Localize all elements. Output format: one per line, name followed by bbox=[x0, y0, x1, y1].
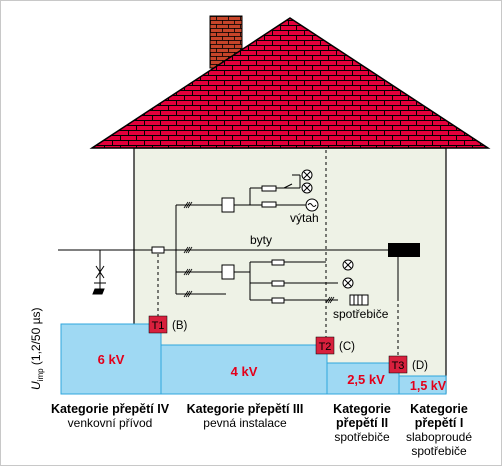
zone-voltage-i: 1,5 kV bbox=[410, 379, 447, 393]
flats-label: byty bbox=[250, 233, 272, 247]
category-ii-title: Kategorie přepětí II bbox=[333, 402, 391, 430]
category-iii-title: Kategorie přepětí III bbox=[186, 402, 304, 416]
category-ii-desc: spotřebiče bbox=[334, 430, 390, 444]
zone-voltage-iii: 4 kV bbox=[231, 364, 258, 379]
protector-t1-tag: T1 bbox=[152, 320, 165, 332]
zone-voltage-ii: 2,5 kV bbox=[347, 372, 385, 387]
category-iv-title: Kategorie přepětí IV bbox=[50, 402, 170, 416]
voltage-zones bbox=[60, 323, 447, 395]
category-iii-desc: pevná instalace bbox=[203, 416, 287, 430]
protector-t3-tag: T3 bbox=[392, 360, 405, 372]
protector-t2-tag: T2 bbox=[319, 341, 332, 353]
zone-voltage-iv: 6 kV bbox=[98, 352, 125, 367]
protector-t2-class: (C) bbox=[339, 341, 355, 353]
roof bbox=[89, 17, 491, 149]
protector-t1: T1 (B) bbox=[148, 315, 188, 334]
appliances-label: spotřebiče bbox=[333, 307, 389, 321]
protector-t1-class: (B) bbox=[172, 320, 188, 332]
y-axis-label: Uimp (1,2/50 µs) bbox=[29, 307, 45, 390]
protector-t2: T2 (C) bbox=[315, 336, 355, 355]
category-iv-desc: venkovní přívod bbox=[67, 416, 153, 430]
zone-bar-i bbox=[398, 375, 447, 395]
zone-separators bbox=[157, 150, 399, 358]
category-i: Kategorie přepětí I slaboproudé spotřebi… bbox=[396, 402, 482, 458]
category-i-title: Kategorie přepětí I bbox=[410, 402, 468, 430]
consumer-unit bbox=[388, 243, 420, 257]
protector-t3-class: (D) bbox=[412, 360, 428, 372]
elevator-label: výtah bbox=[290, 211, 319, 225]
category-ii: Kategorie přepětí II spotřebiče bbox=[322, 402, 402, 444]
category-iv: Kategorie přepětí IV venkovní přívod bbox=[30, 402, 190, 430]
zone-bar-iv bbox=[60, 323, 162, 395]
wiring-diagram bbox=[58, 169, 399, 306]
zone-bar-ii bbox=[326, 362, 400, 395]
category-iii: Kategorie přepětí III pevná instalace bbox=[170, 402, 320, 430]
protector-t3: T3 (D) bbox=[388, 355, 428, 374]
category-i-desc: slaboproudé spotřebiče bbox=[405, 430, 473, 458]
wire-count-marks bbox=[183, 201, 335, 304]
